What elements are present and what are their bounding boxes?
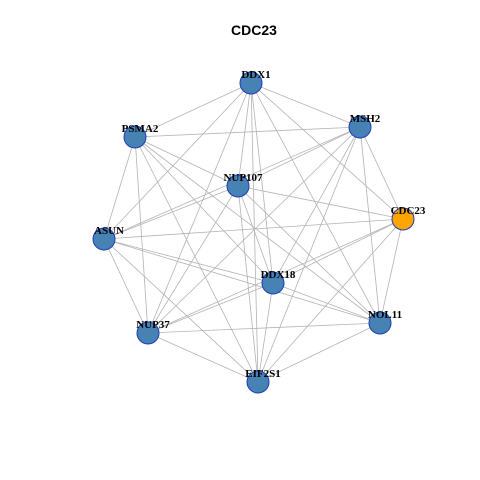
node-label: NUP107 [223,172,263,184]
node-msh2[interactable]: MSH2 [348,113,381,139]
edge-nup107-eif2s1 [237,185,259,383]
node-circle[interactable] [92,227,116,251]
edge-nup107-nup37 [147,185,239,334]
node-ddx18[interactable]: DDX18 [261,269,296,295]
node-ddx1[interactable]: DDX1 [239,69,271,95]
node-circle[interactable] [391,207,415,231]
edge-msh2-ddx18 [272,126,361,284]
edge-psma2-msh2 [134,126,361,138]
edge-asun-nup37 [103,238,149,334]
node-circle[interactable] [246,370,270,394]
edge-nup107-cdc23 [237,185,404,220]
node-nup37[interactable]: NUP37 [136,319,170,345]
edge-psma2-asun [103,136,136,240]
edge-cdc23-ddx18 [272,218,404,284]
edge-asun-ddx18 [103,238,274,284]
edge-cdc23-eif2s1 [257,218,404,383]
edge-ddx18-eif2s1 [257,282,274,383]
edge-nup107-nol11 [237,185,381,324]
edge-ddx1-asun [103,82,252,240]
edge-ddx18-nup37 [147,282,274,334]
edge-nup107-asun [103,185,239,240]
edge-ddx1-nup37 [147,82,252,334]
edge-msh2-cdc23 [359,126,404,220]
node-circle[interactable] [136,321,160,345]
node-label: NUP37 [136,319,170,331]
node-circle[interactable] [368,311,392,335]
edge-ddx1-msh2 [250,82,361,128]
node-psma2[interactable]: PSMA2 [122,123,159,149]
node-nol11[interactable]: NOL11 [368,309,402,335]
edge-psma2-nol11 [134,136,381,324]
edge-msh2-nol11 [359,126,381,324]
edge-ddx18-nol11 [272,282,381,324]
edge-ddx1-nup107 [237,82,252,187]
node-label: EIF2S1 [245,368,280,380]
node-circle[interactable] [348,115,372,139]
edge-asun-nol11 [103,238,381,324]
edge-psma2-eif2s1 [134,136,259,383]
edge-psma2-nup107 [134,136,239,187]
edge-psma2-nup37 [134,136,149,334]
node-nup107[interactable]: NUP107 [223,172,263,198]
node-circle[interactable] [239,71,263,95]
edge-ddx1-nol11 [250,82,381,324]
node-cdc23[interactable]: CDC23 [391,205,426,231]
node-label: DDX18 [261,269,296,281]
node-label: NOL11 [368,309,402,321]
edge-layer [103,82,404,383]
node-circle[interactable] [123,125,147,149]
node-circle[interactable] [261,271,285,295]
node-asun[interactable]: ASUN [92,225,124,251]
node-label: DDX1 [241,69,270,81]
edge-nup37-eif2s1 [147,332,259,383]
diagram-title: CDC23 [231,22,277,38]
edge-msh2-nup107 [237,126,361,187]
edge-cdc23-nol11 [379,218,404,324]
node-circle[interactable] [226,174,250,198]
edge-nol11-eif2s1 [257,322,381,383]
node-label: MSH2 [350,113,381,125]
edge-nup37-nol11 [147,322,381,334]
node-label: PSMA2 [122,123,159,135]
edge-ddx1-cdc23 [250,82,404,220]
edge-asun-cdc23 [103,218,404,240]
node-eif2s1[interactable]: EIF2S1 [245,368,281,394]
node-label: CDC23 [391,205,426,217]
edge-ddx1-ddx18 [250,82,274,284]
edge-asun-eif2s1 [103,238,259,383]
edge-nup107-ddx18 [237,185,274,284]
node-label: ASUN [94,225,124,237]
edge-psma2-ddx18 [134,136,274,284]
edge-ddx1-psma2 [134,82,252,138]
